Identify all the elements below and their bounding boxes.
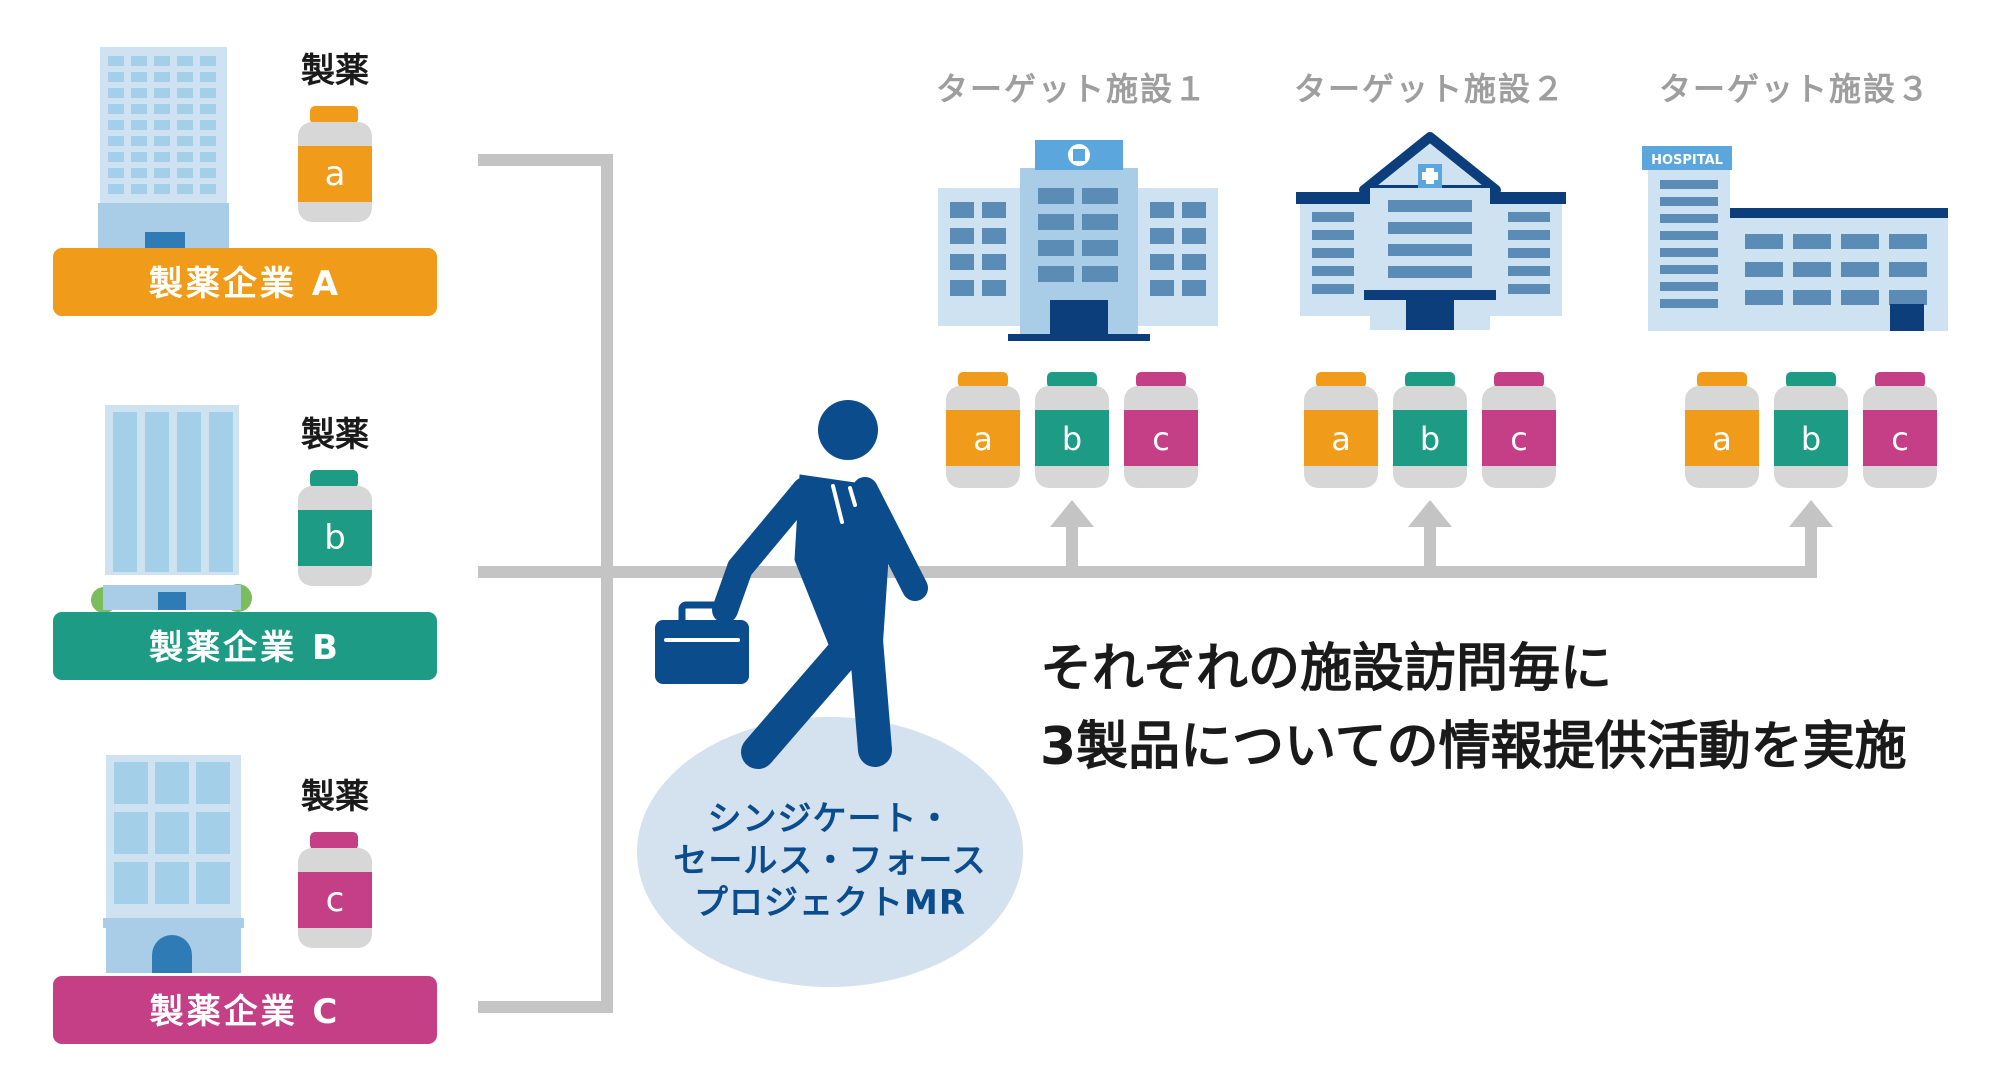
mr-label-line-3: プロジェクトMR (694, 883, 966, 923)
facility-1-title: ターゲット施設１ (936, 70, 1208, 108)
facility-3-bottle-letter-a: a (1712, 420, 1732, 458)
company-a-building (98, 47, 229, 248)
facility-1-bottle-letter-b: b (1062, 420, 1082, 458)
arrow-head-2 (1408, 500, 1452, 527)
facility-3-title: ターゲット施設３ (1659, 70, 1931, 108)
company-a-tag: 製薬 (301, 51, 369, 91)
company-c-label: 製薬企業 C (53, 976, 437, 1044)
facility-1-bottle-letter-a: a (973, 420, 993, 458)
facility-1-bottle-a: a (946, 372, 1020, 488)
description-text: それぞれの施設訪問毎に 3製品についての情報提供活動を実施 (1040, 630, 1907, 786)
description-line-2: 3製品についての情報提供活動を実施 (1040, 717, 1907, 777)
facility-1-bottle-b: b (1035, 372, 1109, 488)
company-b-label: 製薬企業 B (53, 612, 437, 680)
mr-label-line-2: セールス・フォース (673, 841, 986, 881)
facility-2-bottle-letter-b: b (1420, 420, 1440, 458)
facility-3-bottle-a: a (1685, 372, 1759, 488)
mr-label-line-1: シンジケート・ (708, 799, 953, 839)
arrow-heads (1050, 500, 1833, 527)
company-b-bottle: b (298, 470, 372, 586)
facility-2-bottle-letter-a: a (1331, 420, 1351, 458)
facility-2-bottle-a: a (1304, 372, 1378, 488)
company-b-building (91, 405, 252, 613)
hospital-1-building (938, 140, 1218, 341)
company-b-tag: 製薬 (301, 415, 369, 455)
company-a-name: 製薬企業 A (149, 264, 341, 304)
hospital-2-building (1296, 132, 1566, 330)
company-b-name: 製薬企業 B (149, 628, 341, 668)
facility-2-bottle-c: c (1482, 372, 1556, 488)
company-b-bottle-letter: b (324, 518, 346, 558)
description-line-1: それぞれの施設訪問毎に (1040, 639, 1613, 699)
company-c-bottle: c (298, 832, 372, 948)
company-c-building (103, 755, 244, 973)
company-c-name: 製薬企業 C (150, 992, 341, 1032)
facility-1-bottle-letter-c: c (1152, 420, 1170, 458)
facility-3-bottle-letter-c: c (1891, 420, 1909, 458)
company-c-tag: 製薬 (301, 777, 369, 817)
company-a-label: 製薬企業 A (53, 248, 437, 316)
mr-person-icon (655, 400, 928, 769)
hospital-3-sign: HOSPITAL (1651, 153, 1723, 168)
arrow-head-1 (1050, 500, 1094, 527)
company-c-bottle-letter: c (326, 880, 345, 920)
facility-2-bottle-b: b (1393, 372, 1467, 488)
company-a-bottle-letter: a (325, 154, 346, 194)
facility-1-bottle-c: c (1124, 372, 1198, 488)
hospital-3-building: HOSPITAL (1642, 146, 1948, 331)
facility-2-title: ターゲット施設２ (1294, 70, 1566, 108)
facility-2-bottle-letter-c: c (1510, 420, 1528, 458)
bracket-line (478, 154, 613, 1013)
arrow-head-3 (1789, 500, 1833, 527)
mr-ellipse (637, 717, 1023, 987)
facility-3-bottle-b: b (1774, 372, 1848, 488)
company-a-bottle: a (298, 106, 372, 222)
facility-3-bottle-letter-b: b (1801, 420, 1821, 458)
facility-3-bottle-c: c (1863, 372, 1937, 488)
